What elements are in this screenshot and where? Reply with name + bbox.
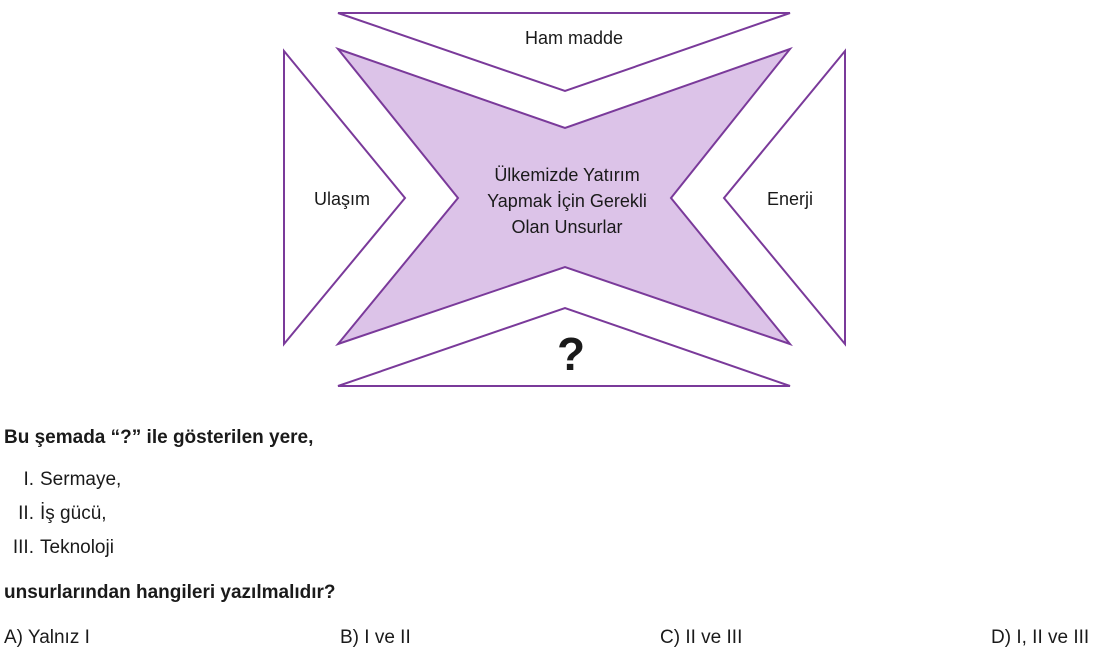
statement-text: Teknoloji bbox=[40, 537, 114, 558]
question-mark-label: ? bbox=[557, 328, 585, 380]
left-triangle bbox=[283, 48, 407, 347]
right-triangle bbox=[722, 48, 846, 347]
answer-option-a[interactable]: A) Yalnız I bbox=[4, 627, 90, 648]
answer-option-d[interactable]: D) I, II ve III bbox=[991, 627, 1090, 648]
statement-item: III. Teknoloji bbox=[0, 537, 114, 561]
statement-text: İş gücü, bbox=[40, 503, 107, 524]
statement-text: Sermaye, bbox=[40, 469, 122, 490]
center-star bbox=[335, 46, 793, 347]
top-triangle bbox=[337, 12, 791, 93]
center-label-line-1: Ülkemizde Yatırım bbox=[494, 165, 639, 185]
statement-item: II. İş gücü, bbox=[0, 503, 107, 527]
statement-number: II. bbox=[18, 503, 34, 524]
statement-item: I. Sermaye, bbox=[0, 469, 121, 493]
center-label-line-2: Yapmak İçin Gerekli bbox=[487, 191, 647, 211]
center-label-line-3: Olan Unsurlar bbox=[511, 217, 622, 237]
statement-number: I. bbox=[23, 469, 34, 490]
left-label: Ulaşım bbox=[314, 189, 370, 209]
answer-option-b[interactable]: B) I ve II bbox=[340, 627, 411, 648]
top-label: Ham madde bbox=[525, 28, 623, 48]
investment-diagram: Ham madde Ulaşım Enerji ? Ülkemizde Yatı… bbox=[283, 12, 846, 387]
statement-number: III. bbox=[12, 537, 34, 558]
right-label: Enerji bbox=[767, 189, 813, 209]
answer-option-c[interactable]: C) II ve III bbox=[660, 627, 743, 648]
question-tail: unsurlarından hangileri yazılmalıdır? bbox=[4, 582, 336, 603]
bottom-triangle bbox=[337, 306, 791, 387]
question-stem: Bu şemada “?” ile gösterilen yere, bbox=[4, 427, 314, 448]
